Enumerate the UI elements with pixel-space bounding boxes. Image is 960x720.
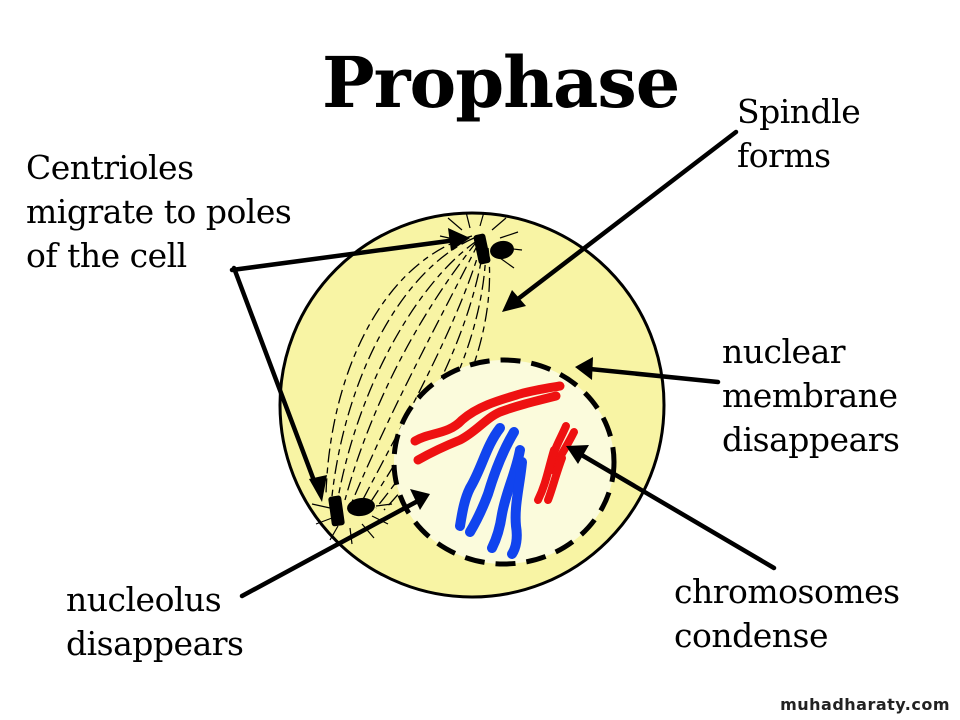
slide-title: Prophase [322,41,680,124]
arrowheads [309,228,593,510]
chromosome-red-short [534,422,578,504]
arrowhead-spindle [502,290,526,312]
pointer-lines [229,129,777,599]
label-spindle-line-2: forms [737,136,831,175]
label-spindle: Spindle forms [737,90,861,178]
pointer-nucleolus [239,499,419,599]
pointer-chromosomes [577,451,777,571]
pointer-centrioles-top [229,237,459,273]
label-spindle-line-1: Spindle [737,92,861,131]
label-nuclear-membrane: nuclear membrane disappears [722,330,900,462]
label-nuclear-line-3: disappears [722,420,900,459]
chromosome-red-long [410,381,565,465]
label-centrioles-line-2: migrate to poles [26,192,292,231]
arrowhead-centrioles-bottom [309,475,327,502]
label-nucleolus-line-2: disappears [66,624,244,663]
label-nucleolus-line-1: nucleolus [66,580,222,619]
label-chromosomes-line-1: chromosomes [674,572,900,611]
label-centrioles-line-1: Centrioles [26,148,194,187]
label-nuclear-line-2: membrane [722,376,898,415]
pointer-spindle [511,129,739,305]
arrowhead-chromosomes [566,445,589,464]
label-nucleolus: nucleolus disappears [66,578,244,666]
arrowhead-nucleolus [410,489,430,510]
label-chromosomes: chromosomes condense [674,570,900,658]
label-chromosomes-line-2: condense [674,616,828,655]
chromosome-blue [455,423,527,559]
pointer-nuclear-membrane [587,366,721,385]
centriole-bottom [328,495,375,527]
label-nuclear-line-1: nuclear [722,332,846,371]
watermark: muhadharaty.com [780,695,950,714]
astral-rays-top [439,211,523,269]
label-centrioles: Centrioles migrate to poles of the cell [26,146,292,278]
pointer-centrioles-bottom [231,265,319,489]
arrowhead-nuclear-membrane [575,357,593,380]
arrowhead-centrioles-top [448,228,470,251]
label-centrioles-line-3: of the cell [26,236,187,275]
centriole-top [473,233,514,265]
